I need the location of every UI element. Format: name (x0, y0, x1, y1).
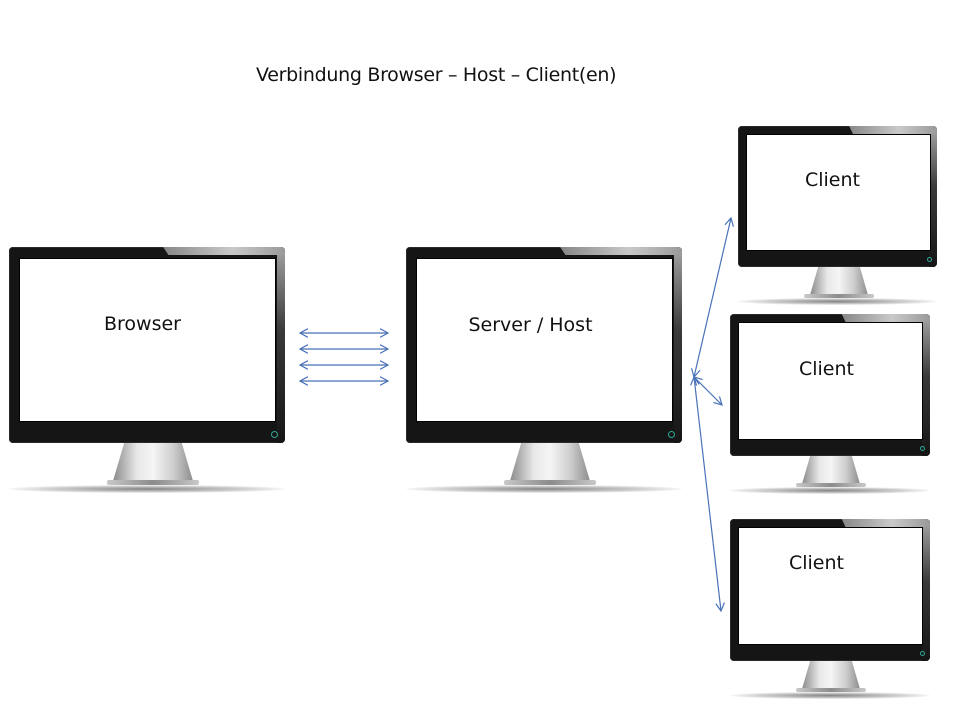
monitor-shadow (738, 298, 937, 305)
monitor-stand (810, 267, 868, 295)
monitor-shadow (730, 487, 930, 494)
power-icon (271, 431, 278, 438)
monitor-stand (802, 456, 860, 484)
monitor-base (796, 688, 866, 692)
monitor-stand (802, 661, 860, 689)
arrow-server-client1 (693, 217, 732, 378)
monitor-stand (510, 443, 590, 481)
arrow-browser-server-3-head-end (379, 360, 390, 370)
arrow-server-client3-head-start (690, 375, 700, 386)
client-label-1: Client (804, 168, 860, 191)
diagram-title: Verbindung Browser – Host – Client(en) (256, 64, 617, 86)
monitor-shadow (406, 485, 682, 493)
power-icon (920, 651, 925, 656)
client-monitor-3: Client (730, 519, 930, 701)
power-icon (668, 431, 675, 438)
power-icon (927, 257, 932, 262)
server-label: Server / Host (468, 314, 593, 336)
arrow-server-client1-head-end (724, 216, 734, 227)
monitor-base (504, 480, 596, 485)
power-icon (920, 446, 925, 451)
client-screen-2: Client (738, 322, 923, 440)
monitor-stand (113, 443, 193, 481)
client-monitor-1: Client (738, 126, 937, 306)
arrow-server-client2 (693, 376, 723, 406)
arrow-browser-server-4-head-start (298, 376, 309, 386)
monitor-shadow (9, 485, 285, 493)
client-screen-3: Client (738, 527, 923, 645)
arrow-server-client2-head-end (713, 396, 723, 406)
arrow-browser-server-1-head-end (379, 328, 390, 338)
arrow-browser-server-2-head-end (379, 344, 390, 354)
arrow-server-client3-head-end (715, 602, 725, 613)
monitor-base (804, 294, 874, 298)
arrow-browser-server-1-head-start (298, 328, 309, 338)
arrow-server-client3 (693, 376, 722, 612)
arrow-browser-server-4-head-end (379, 376, 390, 386)
server-screen: Server / Host (416, 258, 673, 422)
client-screen-1: Client (746, 134, 931, 251)
monitor-base (796, 483, 866, 487)
client-monitor-2: Client (730, 314, 930, 496)
client-label-2: Client (798, 358, 854, 380)
arrow-browser-server-2-head-start (298, 344, 309, 354)
monitor-base (107, 480, 199, 485)
server-monitor: Server / Host (406, 247, 682, 497)
monitor-shadow (730, 692, 930, 699)
browser-screen: Browser (19, 258, 276, 422)
browser-label: Browser (104, 313, 181, 335)
browser-monitor: Browser (9, 247, 285, 497)
client-label-3: Client (788, 552, 844, 574)
arrow-browser-server-3-head-start (298, 360, 309, 370)
